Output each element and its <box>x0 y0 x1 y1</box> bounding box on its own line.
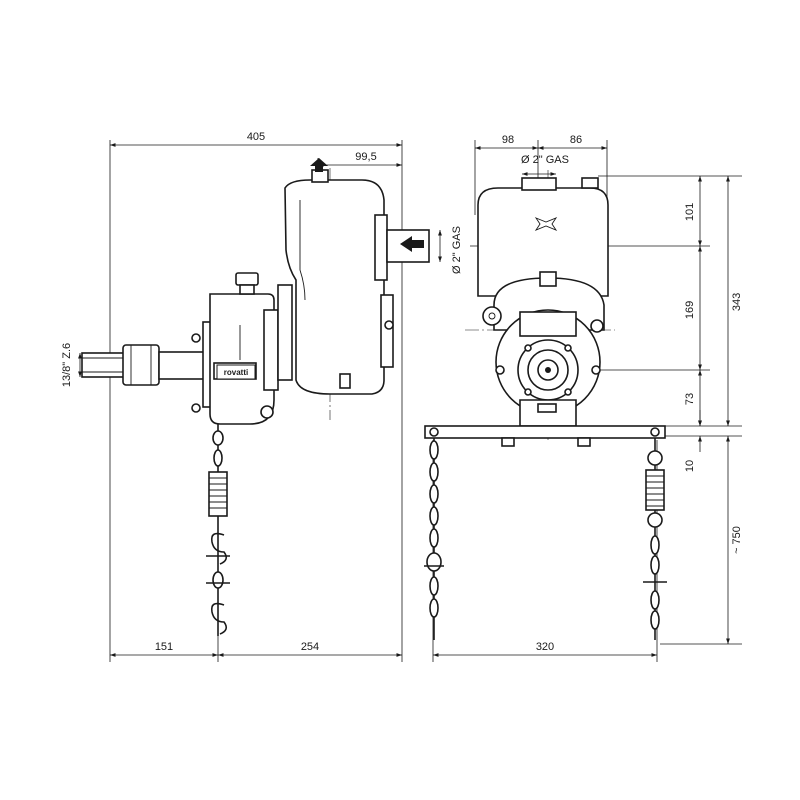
dim-outlet: Ø 2" GAS <box>521 154 569 166</box>
chain-left <box>424 438 444 640</box>
dim-shaft: 13/8" Z.6 <box>61 343 73 387</box>
brand-plate: rovatti <box>224 368 248 377</box>
pump-body-side <box>277 158 430 395</box>
hitch-chain-side <box>206 424 230 636</box>
dim-height-upper: 101 <box>684 203 696 221</box>
gearbox-side <box>191 272 279 425</box>
side-view: rovatti 405 99,5 151 254 <box>61 131 463 662</box>
dim-chain-length: ~ 750 <box>731 526 743 554</box>
pump-body-front <box>477 177 609 333</box>
dim-outlet-offset: 99,5 <box>355 151 376 163</box>
dim-left-to-hitch: 151 <box>155 641 173 653</box>
front-view: 98 86 Ø 2" GAS 101 169 73 343 10 ~ 750 3… <box>424 134 743 662</box>
pto-shaft <box>81 344 208 386</box>
dim-height-lower: 73 <box>684 393 696 405</box>
dim-top-right: 86 <box>570 134 582 146</box>
dim-inlet: Ø 2" GAS <box>451 226 463 274</box>
dim-overall-width: 405 <box>247 131 265 143</box>
dim-bar-gap: 10 <box>684 460 696 472</box>
gearbox-front <box>495 309 601 427</box>
dim-height-middle: 169 <box>684 301 696 319</box>
dim-top-left: 98 <box>502 134 514 146</box>
dim-hitch-to-right: 254 <box>301 641 319 653</box>
hitch-bar <box>424 425 666 447</box>
dim-height-total: 343 <box>731 293 743 311</box>
dim-bar-width: 320 <box>536 641 554 653</box>
chain-right <box>643 438 667 640</box>
